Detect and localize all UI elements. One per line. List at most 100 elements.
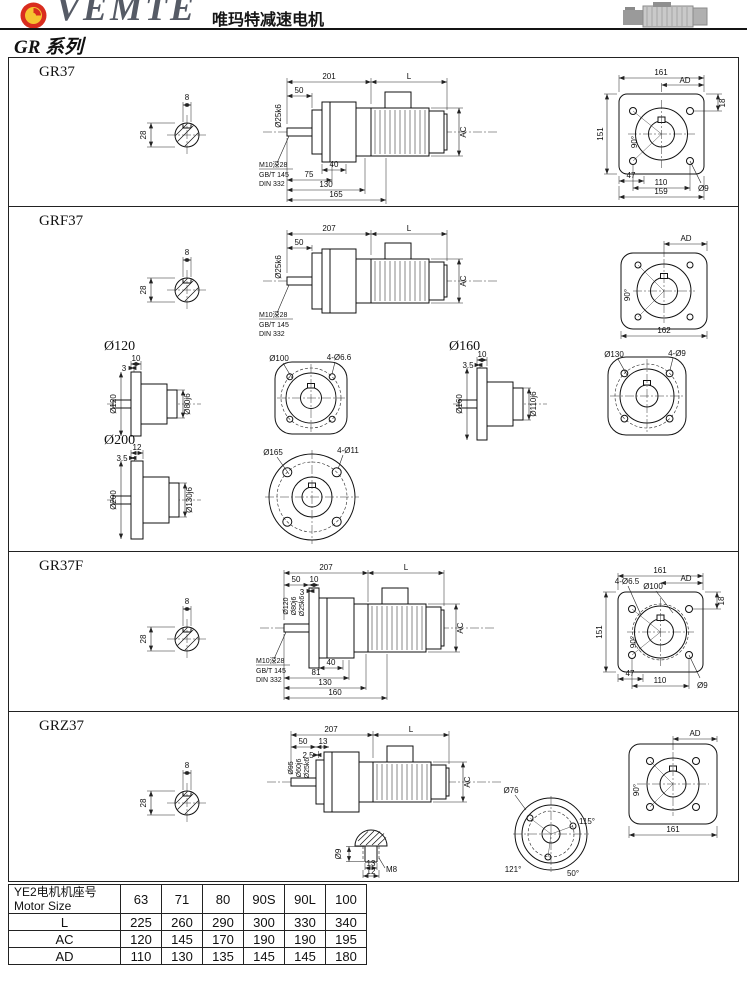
hole-callout: Ø9 (689, 160, 709, 193)
dim-label: 8 (185, 248, 190, 257)
dim-length: 207 L (290, 725, 450, 774)
brand-tagline: 唯玛特减速电机 (212, 12, 325, 29)
gearbox-outline (283, 587, 369, 669)
dim-label: 115° (579, 817, 595, 826)
dim-label: 13 (367, 859, 376, 868)
dim-label: 13 (319, 737, 328, 746)
bolt-circle-callout: Ø165 (263, 448, 290, 475)
dim-height: 151 (596, 93, 617, 175)
dim-label: Ø100 (643, 582, 663, 591)
motor-outline (370, 242, 448, 304)
dim-od: Ø120 (109, 372, 124, 436)
dim-47: 47 (618, 171, 645, 184)
dim-label: AD (679, 76, 690, 85)
dim-label: Ø130 (604, 350, 624, 359)
dim-spigot: Ø130j6 (179, 482, 194, 518)
end-view-body (618, 93, 705, 175)
dim-label: Ø60j6 (296, 759, 303, 778)
note-label: M10深28 (259, 160, 288, 169)
dim-label: Ø100 (269, 354, 289, 363)
size-col-header: 80 (202, 884, 244, 914)
dim-label: 8 (185, 93, 190, 102)
row-name-cell: L (8, 913, 121, 931)
dim-label: 12 (133, 443, 142, 452)
table-cell: 120 (120, 930, 162, 948)
dim-label: Ø9 (334, 848, 343, 859)
gearmotor-photo-thumbnail (623, 2, 708, 28)
note-label: DIN 332 (259, 331, 285, 338)
grf37-end-view: AD 90° 162 (620, 234, 708, 339)
note-label: M10深28 (256, 656, 285, 665)
dim-spigot-depth: 3 (122, 364, 137, 373)
dim-label: Ø110j6 (529, 391, 538, 417)
dim-label: 201 (322, 72, 336, 81)
flange200-side-view: 12 3.5 Ø200 Ø130j6 (107, 443, 201, 540)
dim-label: 8 (185, 761, 190, 770)
dim-thickness: 10 (130, 354, 142, 370)
dim-label: 130 (319, 180, 333, 189)
dim-label: 28 (139, 634, 148, 643)
dim-label: L (407, 224, 412, 233)
shaft-section (167, 619, 207, 659)
dim-label: 8 (185, 597, 190, 606)
size-col-header: 90L (284, 884, 326, 914)
dim-label: 50° (567, 869, 579, 878)
dim-ad: AD (660, 574, 703, 586)
grf37-shaft-section-view: 8 28 (139, 248, 207, 310)
dim-shaft-height: 28 (139, 626, 175, 652)
dim-label: 161 (654, 68, 668, 77)
grf37-side-view: 207 L 50 Ø25k6 M10深28 GB/T 145 DIN 332 A… (259, 224, 497, 338)
drawing-sheet: GR37 8 28 (8, 57, 739, 882)
table-cell: 300 (243, 913, 285, 931)
gearbox-outline (286, 101, 372, 163)
shaft-section (167, 783, 207, 823)
dim-bottom-chain: 40 75 130 165 (286, 138, 387, 204)
flange-holes-callout: 4-Ø6.5 (615, 577, 642, 616)
dim-label: Ø80j6 (291, 597, 298, 616)
dim-ac: AC (428, 603, 465, 653)
model-label: GRF37 (39, 213, 84, 229)
dim-label: 47 (627, 171, 636, 180)
table-cell: 260 (161, 913, 203, 931)
dim-label: L (404, 563, 409, 572)
table-header-row: YE2电机机座号 Motor Size 63 71 80 90S 90L 100 (8, 884, 367, 914)
dim-label: 90° (630, 136, 639, 148)
dim-label: Ø120 (109, 394, 118, 414)
dim-110: 110 (631, 659, 690, 689)
note-label: GB/T 145 (256, 668, 286, 675)
dim-label: Ø76 (503, 786, 519, 795)
dim-label: 3.5 (116, 454, 128, 463)
dim-label: 18 (717, 596, 726, 605)
dim-height: 151 (595, 591, 616, 673)
dim-label: 90° (623, 289, 632, 301)
table-cell: 195 (325, 930, 367, 948)
dim-label: 81 (312, 668, 321, 677)
dim-key-width: 8 (182, 248, 192, 277)
dim-label: 40 (330, 160, 339, 169)
dim-key-width: 8 (182, 761, 192, 790)
gr37f-side-view: 207 L 50 10 3 Ø120 Ø80j6 Ø25k6 M10深28 GB… (256, 563, 494, 701)
dim-spigot: Ø110j6 (523, 387, 538, 421)
dim-label: 160 (328, 688, 342, 697)
dim-label: Ø120 (283, 597, 290, 614)
grz37-side-view: 207 L 50 13 2.5 Ø95 Ø60j6 Ø25k6 AC (267, 725, 501, 813)
gr37-end-view: 161 AD 151 90° 18 47 (596, 68, 727, 200)
dim-length: 207 L (286, 224, 448, 273)
ring-body (513, 796, 589, 872)
table-cell: 110 (120, 947, 162, 965)
dim-bottom-chain: 40 81 130 160 (283, 634, 388, 701)
dim-label: Ø165 (263, 448, 283, 457)
dim-label: 3.5 (462, 361, 474, 370)
dim-label: 10 (132, 354, 141, 363)
model-label: GRZ37 (39, 718, 84, 734)
table-cell: 145 (284, 947, 326, 965)
flange-outline (112, 460, 180, 540)
dim-label: Ø95 (288, 761, 295, 774)
dim-thickness: 10 (476, 350, 488, 366)
flange-outline (458, 367, 524, 441)
dim-label: AD (680, 574, 691, 583)
dim-ad: AD (661, 76, 704, 92)
table-header-en: Motor Size (14, 899, 72, 913)
motor-outline (372, 745, 450, 803)
brand-logo-icon (20, 2, 47, 28)
